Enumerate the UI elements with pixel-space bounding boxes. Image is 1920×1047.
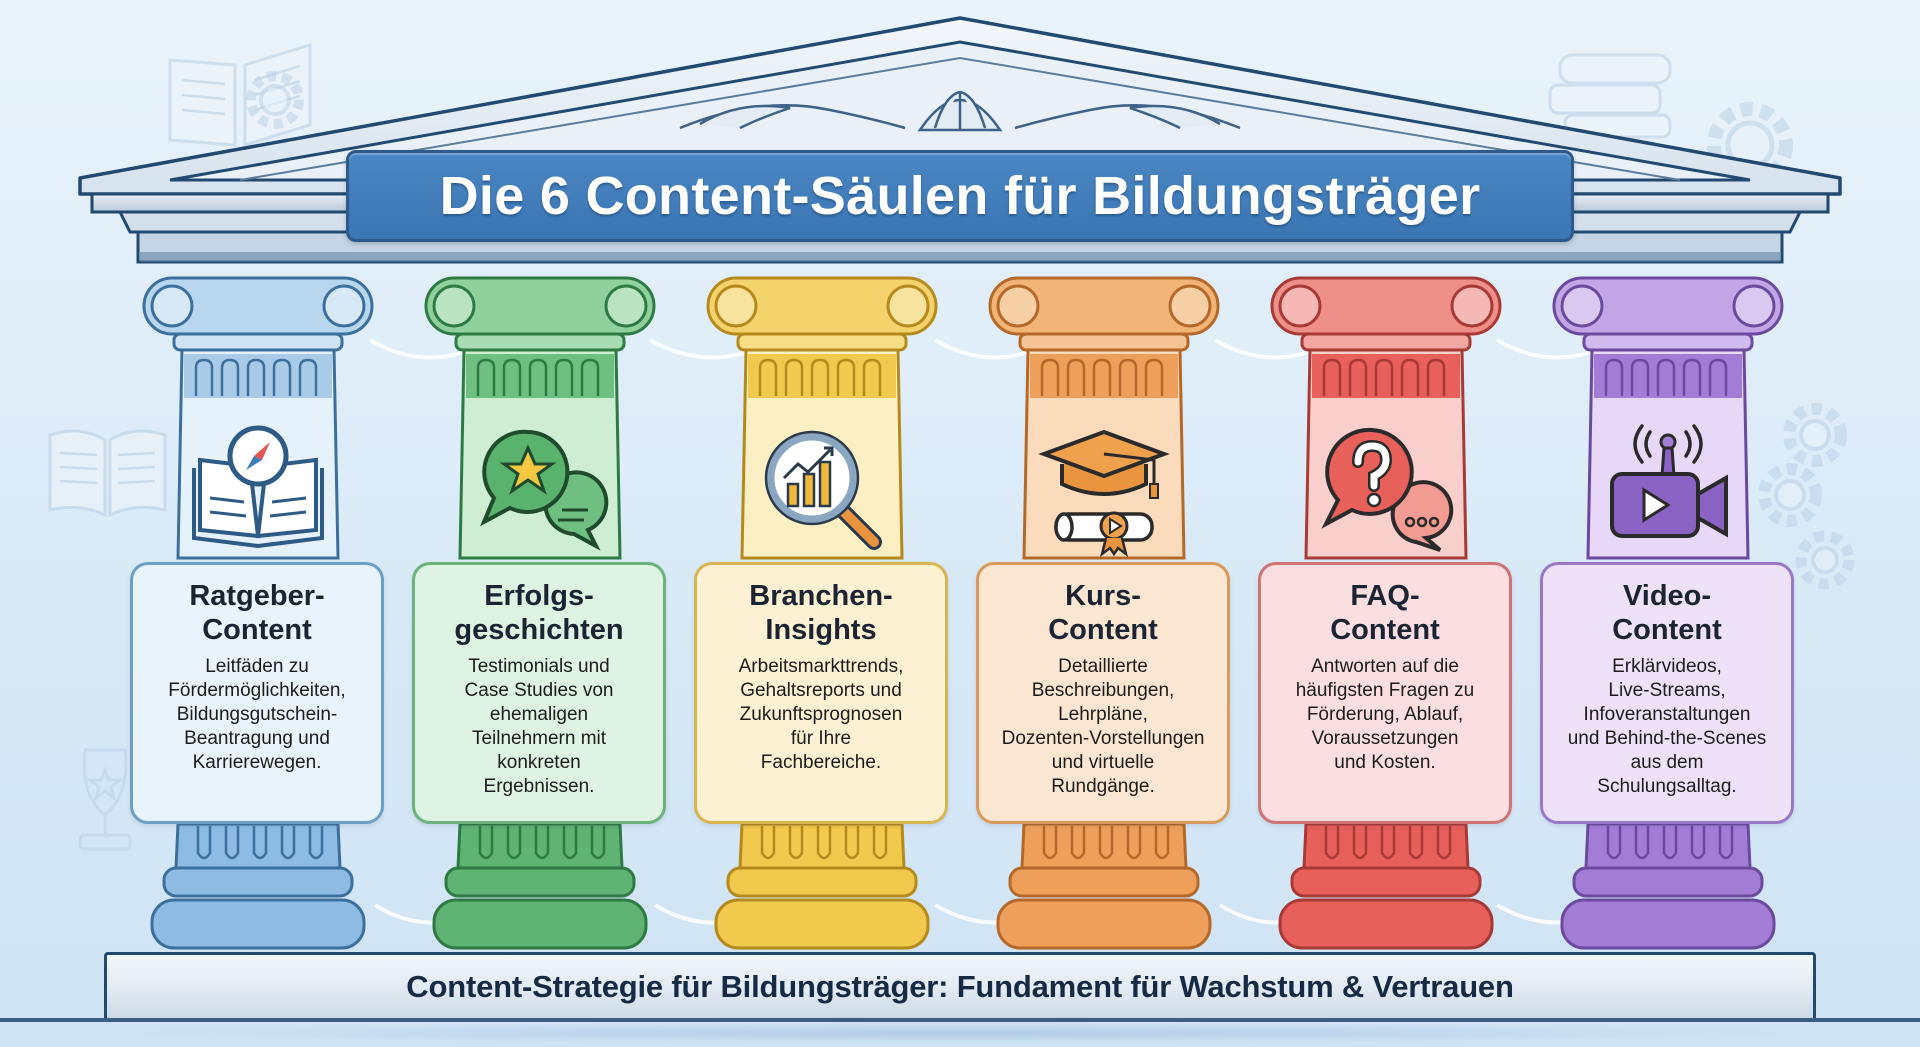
pillar-card-video-content: Video- Content Erklärvideos, Live-Stream… — [1540, 562, 1794, 824]
pillar-description: Leitfäden zu Fördermöglichkeiten, Bildun… — [168, 656, 346, 773]
pillar-description: Detaillierte Beschreibungen, Lehrpläne, … — [1001, 656, 1205, 797]
pillar-description: Erklärvideos, Live-Streams, Infoveransta… — [1567, 656, 1767, 797]
video-camera-broadcast-icon — [1610, 424, 1728, 538]
graduation-cap-diploma-icon — [1038, 429, 1170, 558]
pillar-faq-content — [1266, 268, 1506, 950]
background-gear-icon — [246, 71, 304, 129]
pillar-title: Ratgeber- Content — [189, 580, 325, 646]
pillar-title: Video- Content — [1612, 580, 1722, 646]
background-book-stack-icon — [1548, 53, 1672, 139]
pillar-title: Kurs- Content — [1048, 580, 1158, 646]
pillar-branchen-insights — [702, 268, 942, 950]
star-chat-bubbles-icon — [479, 429, 609, 551]
background-gears-icon — [1758, 403, 1855, 590]
title-banner: Die 6 Content-Säulen für Bildungsträger — [346, 150, 1574, 242]
pillar-description: Arbeitsmarkttrends, Gehaltsreports und Z… — [738, 656, 904, 773]
magnifier-chart-icon — [764, 430, 882, 550]
foundation-label: Content-Strategie für Bildungsträger: Fu… — [406, 969, 1514, 1004]
shell-ornament — [679, 90, 1241, 132]
pillar-card-faq-content: FAQ- Content Antworten auf die häufigste… — [1258, 562, 1512, 824]
pillar-title: Erfolgs- geschichten — [454, 580, 624, 646]
ground-shadow — [110, 1022, 1810, 1044]
page-title: Die 6 Content-Säulen für Bildungsträger — [439, 166, 1481, 226]
background-gear-icon-right — [1707, 102, 1793, 188]
pillar-description: Testimonials und Case Studies von ehemal… — [464, 656, 614, 797]
pillar-video-content — [1548, 268, 1788, 950]
foundation-plinth: Content-Strategie für Bildungsträger: Fu… — [104, 952, 1816, 1022]
question-chat-icon — [1321, 427, 1454, 552]
pillar-card-kurs-content: Kurs- Content Detaillierte Beschreibunge… — [976, 562, 1230, 824]
pillar-card-erfolgsgeschichten: Erfolgs- geschichten Testimonials und Ca… — [412, 562, 666, 824]
pillar-card-ratgeber: Ratgeber- Content Leitfäden zu Fördermög… — [130, 562, 384, 824]
pillar-erfolgsgeschichten — [420, 268, 660, 950]
book-compass-icon — [192, 425, 324, 549]
background-open-book-left-icon — [48, 429, 167, 518]
background-trophy-icon — [78, 748, 132, 851]
pillar-card-branchen-insights: Branchen- Insights Arbeitsmarkttrends, G… — [694, 562, 948, 824]
pillar-title: FAQ- Content — [1330, 580, 1440, 646]
pillar-title: Branchen- Insights — [749, 580, 893, 646]
pillar-ratgeber — [138, 268, 378, 950]
pillar-kurs-content — [984, 268, 1224, 950]
ground-line — [0, 1018, 1920, 1022]
pillar-description: Antworten auf die häufigsten Fragen zu F… — [1295, 656, 1475, 773]
